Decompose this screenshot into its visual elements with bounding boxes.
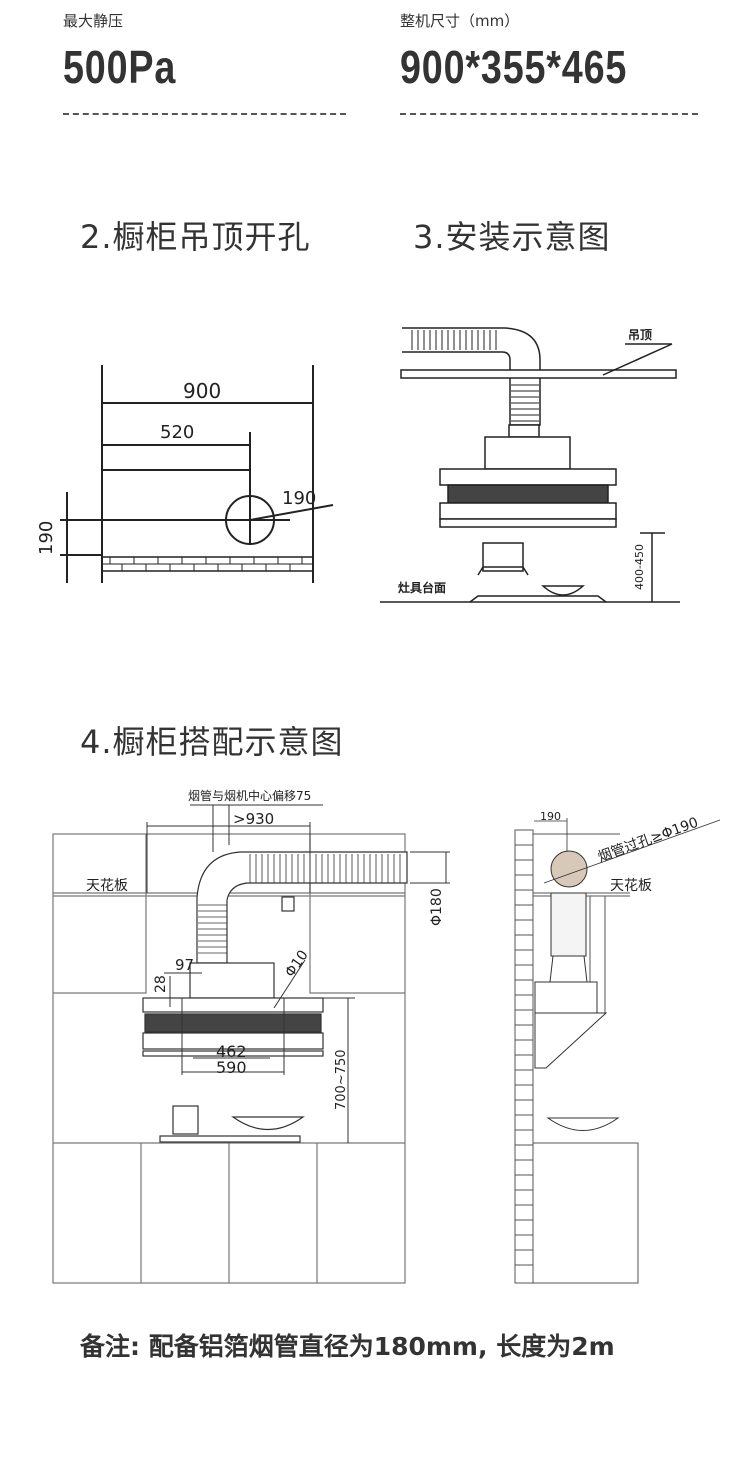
dim-phi10: Φ10 xyxy=(282,947,312,980)
side-hole-label: 烟管过孔≥Φ190 xyxy=(596,815,701,866)
divider xyxy=(63,113,346,115)
spec-label-dimensions: 整机尺寸（mm） xyxy=(400,12,520,30)
spec-value-static-pressure: 500Pa xyxy=(63,41,177,93)
dim-900: 900 xyxy=(183,379,221,403)
dim-28: 28 xyxy=(153,975,169,993)
dim-97: 97 xyxy=(175,956,194,974)
pipe-diameter-label: Φ180 xyxy=(429,888,445,926)
height-range-700-750: 700~750 xyxy=(334,1049,349,1110)
counter-label: 灶具台面 xyxy=(398,580,446,595)
section-title-cabinet-hole: 2.橱柜吊顶开孔 xyxy=(80,218,311,256)
side-ceiling-label: 天花板 xyxy=(610,878,652,894)
dim-520: 520 xyxy=(160,422,194,443)
side-dim-190: 190 xyxy=(540,810,561,823)
offset-note: 烟管与烟机中心偏移75 xyxy=(188,788,311,803)
divider xyxy=(400,113,698,115)
dim-height-190: 190 xyxy=(36,521,57,555)
ceiling-label: 吊顶 xyxy=(628,328,652,342)
dim-590: 590 xyxy=(216,1058,247,1077)
dim-hole-190: 190 xyxy=(282,488,316,509)
spec-value-dimensions: 900*355*465 xyxy=(400,41,628,93)
section-title-install: 3.安装示意图 xyxy=(413,218,611,256)
pipe-ribs-icon xyxy=(411,330,539,422)
footer-note: 备注: 配备铝箔烟管直径为180mm, 长度为2m xyxy=(80,1332,615,1361)
ceiling-label-left: 天花板 xyxy=(86,878,128,894)
spec-label-static-pressure: 最大静压 xyxy=(63,12,124,30)
min-width-label: >930 xyxy=(233,810,274,828)
section-title-cabinet-match: 4.橱柜搭配示意图 xyxy=(80,723,344,761)
dim-462: 462 xyxy=(216,1042,247,1061)
height-range-label: 400-450 xyxy=(633,544,646,590)
install-diagram xyxy=(400,327,677,603)
